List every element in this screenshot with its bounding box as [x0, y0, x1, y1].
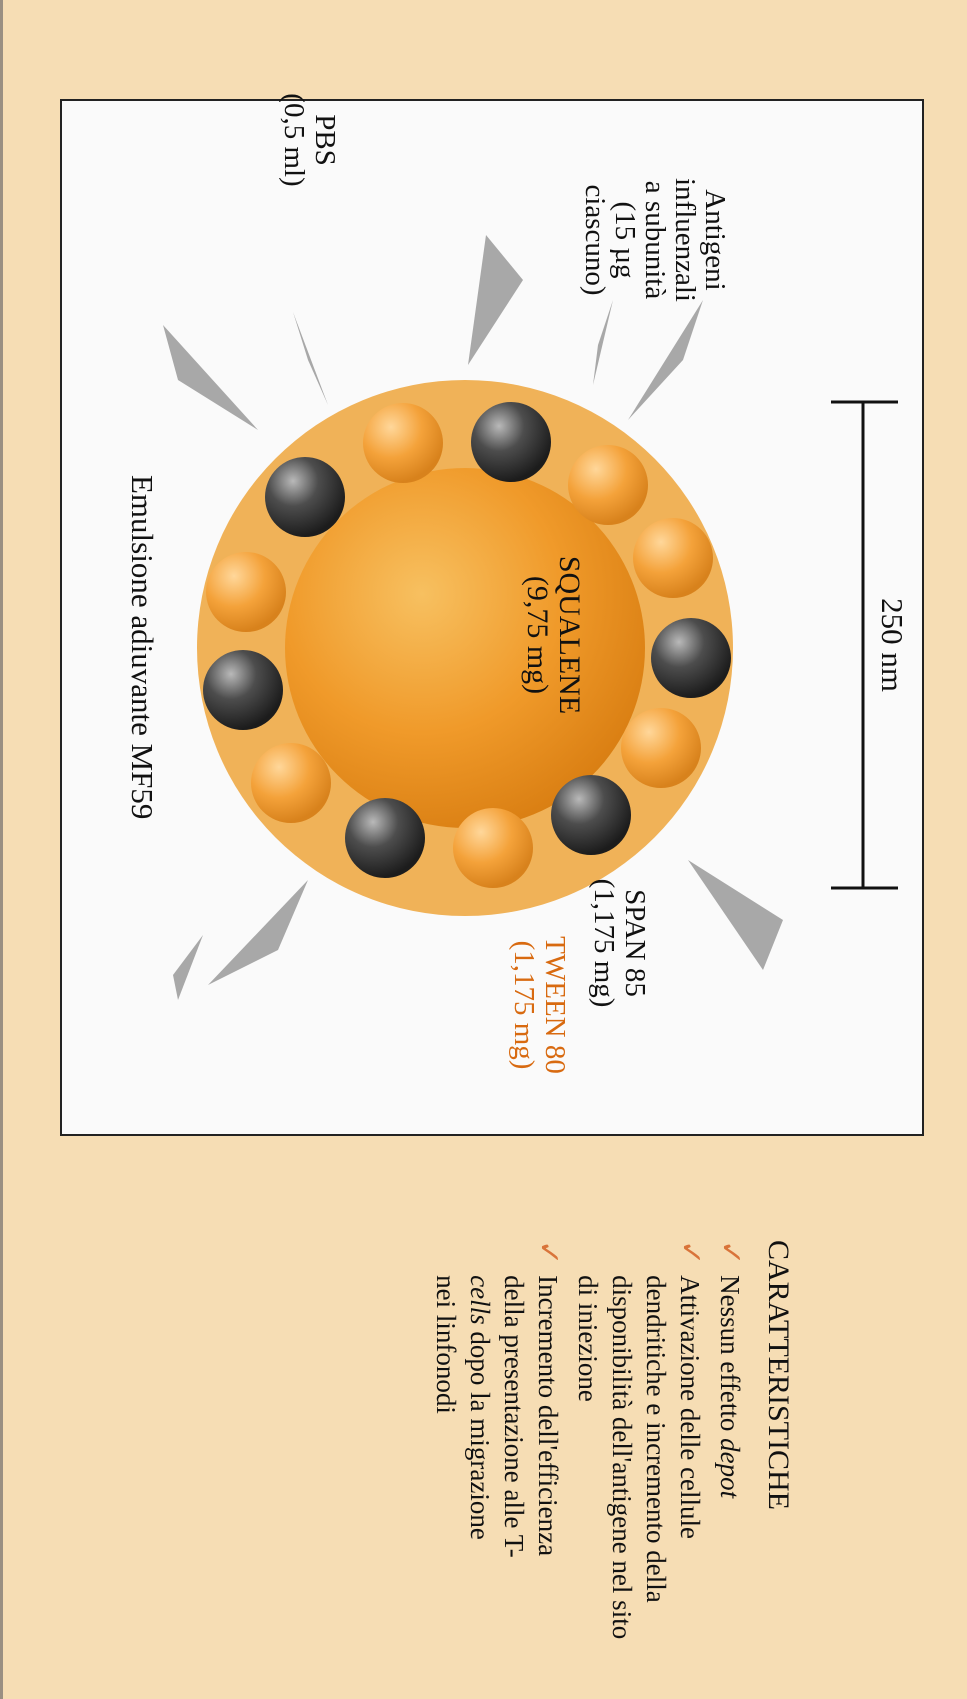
pbs-label: PBS (0,5 ml)	[278, 60, 340, 220]
antigen-line: (15 µg	[610, 140, 640, 340]
feature-item: ✓ Nessun effetto depot	[713, 1240, 747, 1680]
feature-item: ✓ Attivazione delle cellule dendritiche …	[571, 1240, 707, 1680]
pbs-amount: (0,5 ml)	[278, 60, 309, 220]
features-panel: CARATTERISTICHE ✓ Nessun effetto depot ✓…	[429, 1240, 795, 1680]
features-heading: CARATTERISTICHE	[761, 1240, 795, 1680]
span-label: SPAN 85 (1,175 mg)	[588, 853, 650, 1033]
feature-text: Attivazione delle cellule dendritiche e …	[571, 1275, 707, 1645]
squalene-label: SQUALENE (9,75 mg)	[521, 530, 585, 740]
antigen-line: Antigeni	[700, 140, 730, 340]
antigen-label: Antigeni influenzali a subunità (15 µg c…	[580, 140, 730, 340]
antigen-line: a subunità	[640, 140, 670, 340]
feature-item: ✓ Incremento dell'efficienza della prese…	[429, 1240, 565, 1680]
feature-text: Incremento dell'efficienza della present…	[429, 1275, 565, 1575]
diagram-title: Emulsione adiuvante MF59	[124, 475, 160, 819]
check-icon: ✓	[673, 1240, 707, 1265]
squalene-amount: (9,75 mg)	[521, 530, 553, 740]
tween-amount: (1,175 mg)	[508, 915, 539, 1095]
check-icon: ✓	[713, 1240, 747, 1265]
pbs-name: PBS	[309, 60, 340, 220]
antigen-line: ciascuno)	[580, 140, 610, 340]
span-amount: (1,175 mg)	[588, 853, 619, 1033]
tween-name: TWEEN 80	[539, 915, 570, 1095]
check-icon: ✓	[531, 1240, 565, 1265]
squalene-name: SQUALENE	[553, 530, 585, 740]
rotated-labels: 250 nm Antigeni influenzali a subunità (…	[3, 0, 967, 1699]
span-name: SPAN 85	[619, 853, 650, 1033]
feature-text: Nessun effetto depot	[713, 1275, 747, 1498]
tween-label: TWEEN 80 (1,175 mg)	[508, 915, 570, 1095]
antigen-line: influenzali	[670, 140, 700, 340]
scale-label: 250 nm	[874, 545, 910, 745]
